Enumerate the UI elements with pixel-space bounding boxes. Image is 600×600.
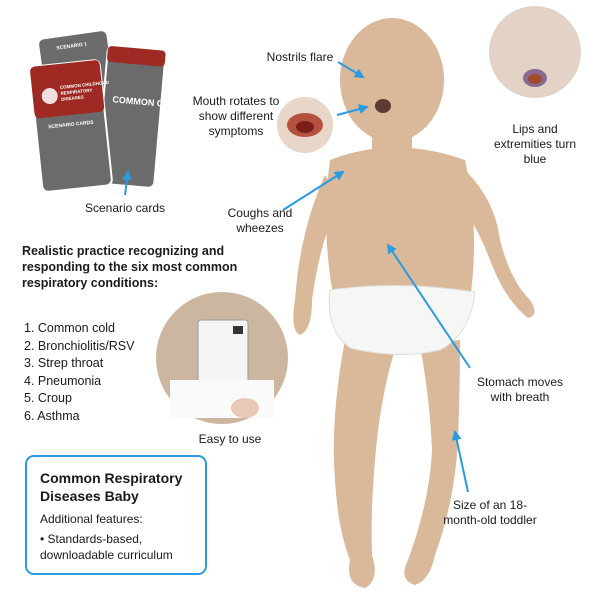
coughs-callout: Coughs and wheezes <box>227 206 293 235</box>
feature-box: Common Respiratory Diseases Baby Additio… <box>25 455 207 575</box>
condition-item: 4. Pneumonia <box>24 373 102 388</box>
diaper <box>328 284 476 355</box>
lips-callout: Lips and extremities turn blue <box>493 122 577 166</box>
control-panel-inset <box>156 292 288 424</box>
easy-callout: Easy to use <box>198 432 262 446</box>
size-callout: Size of an 18-month-old toddler <box>443 498 537 527</box>
condition-item: 2. Bronchiolitis/RSV <box>24 338 135 353</box>
mouth-callout: Mouth rotates to show different symptoms <box>192 94 280 138</box>
feature-box-title: Common Respiratory Diseases Baby <box>40 470 183 504</box>
svg-text:COMMON CHILDHOOD: COMMON CHILDHOOD <box>60 80 110 90</box>
mouth-inset <box>275 95 335 155</box>
svg-text:DISEASES: DISEASES <box>61 95 84 102</box>
scenario-cards-image: SCENARIO 1 COMMON COLD COMMON CHILDHOOD … <box>29 29 183 193</box>
stomach-callout: Stomach moves with breath <box>476 375 564 404</box>
scenario-cards-label: Scenario cards <box>84 201 166 215</box>
conditions-list: 1. Common cold 2. Bronchiolitis/RSV 3. S… <box>24 320 134 425</box>
feature-box-subtitle: Additional features: <box>40 512 143 526</box>
svg-text:RESPIRATORY: RESPIRATORY <box>60 88 92 96</box>
lips-blue-inset <box>489 6 581 98</box>
intro-text: Realistic practice recognizing and respo… <box>22 244 238 290</box>
condition-item: 6. Asthma <box>24 408 80 423</box>
back-card-title: SCENARIO 1 <box>56 41 87 51</box>
nostrils-callout: Nostrils flare <box>266 50 334 64</box>
feature-box-bullet: • Standards-based, downloadable curricul… <box>40 532 173 562</box>
condition-item: 3. Strep throat <box>24 356 104 370</box>
condition-item: 1. Common cold <box>24 321 116 335</box>
front-card-subtitle: SCENARIO CARDS <box>48 120 95 131</box>
baby-manikin <box>293 18 535 588</box>
condition-item: 5. Croup <box>24 391 72 405</box>
